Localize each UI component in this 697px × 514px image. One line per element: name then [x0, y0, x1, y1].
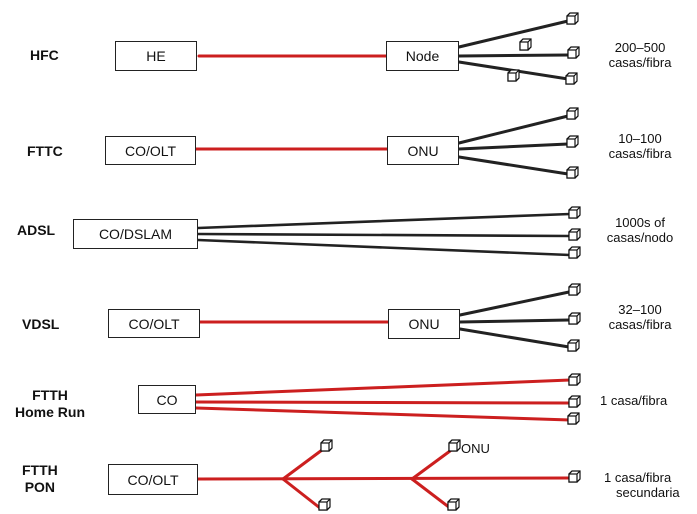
label-vdsl: VDSL: [22, 316, 60, 332]
homerun-house-icon-2: [568, 395, 581, 408]
caption-vdsl-line1: 32–100: [618, 302, 662, 317]
caption-fttc-line1: 10–100: [618, 131, 662, 146]
caption-hfc: 200–500 casas/fibra: [598, 40, 682, 70]
box-pon-co-olt: CO/OLT: [108, 464, 198, 495]
label-fttc: FTTC: [27, 143, 63, 159]
box-vdsl-onu: ONU: [388, 309, 460, 339]
box-vdsl-co-olt: CO/OLT: [108, 309, 200, 338]
adsl-line-1: [196, 212, 572, 230]
box-co-dslam: CO/DSLAM: [73, 219, 198, 249]
label-pon-onu: ONU: [461, 441, 490, 456]
homerun-fiber-3: [194, 406, 572, 422]
box-he: HE: [115, 41, 197, 71]
box-co: CO: [138, 385, 196, 414]
pon-onu-icon: [448, 439, 461, 452]
vdsl-drop-lower: [458, 327, 571, 349]
caption-vdsl: 32–100 casas/fibra: [598, 302, 682, 332]
hfc-house-icon-2: [519, 38, 532, 51]
fttc-house-icon-3: [566, 166, 579, 179]
vdsl-house-icon-2: [568, 312, 581, 325]
homerun-fiber-2: [194, 400, 572, 405]
caption-ftth-pon: 1 casa/fibra secundaria: [604, 470, 694, 500]
pon-house-icon-2: [318, 498, 331, 511]
caption-adsl-line1: 1000s of: [615, 215, 665, 230]
pon-splitter1-up: [281, 448, 324, 481]
caption-hfc-line1: 200–500: [614, 40, 666, 55]
homerun-house-icon-3: [567, 412, 580, 425]
label-ftth-pon: FTTH PON: [22, 462, 58, 496]
caption-adsl-line2: casas/nodo: [606, 230, 674, 245]
pon-trunk-fiber: [196, 476, 572, 481]
hfc-coax-upper: [457, 19, 570, 49]
adsl-house-icon-1: [568, 206, 581, 219]
label-hfc: HFC: [30, 47, 59, 63]
pon-house-icon-4: [568, 470, 581, 483]
label-ftth-homerun: FTTH Home Run: [15, 387, 85, 421]
vdsl-house-icon-1: [568, 283, 581, 296]
box-fttc-co-olt: CO/OLT: [105, 136, 196, 165]
box-fttc-onu: ONU: [387, 136, 459, 165]
pon-splitter2-down: [410, 477, 452, 510]
caption-vdsl-line2: casas/fibra: [608, 317, 672, 332]
hfc-house-icon-5: [565, 72, 578, 85]
fttc-house-icon-2: [566, 135, 579, 148]
hfc-house-icon-3: [567, 46, 580, 59]
adsl-house-icon-2: [568, 228, 581, 241]
homerun-house-icon-1: [568, 373, 581, 386]
fttc-drop-upper: [457, 114, 570, 145]
label-ftth-homerun-line2: Home Run: [15, 404, 85, 420]
label-ftth-pon-line1: FTTH: [22, 462, 58, 478]
caption-hfc-line2: casas/fibra: [608, 55, 672, 70]
homerun-fiber-1: [194, 378, 572, 397]
caption-ftth-homerun: 1 casa/fibra: [600, 393, 690, 408]
label-ftth-homerun-line1: FTTH: [32, 387, 68, 403]
caption-ftth-pon-line1: 1 casa/fibra: [604, 470, 672, 485]
box-node: Node: [386, 41, 459, 71]
pon-house-icon-1: [320, 439, 333, 452]
label-ftth-pon-line2: PON: [24, 479, 56, 495]
vdsl-drop-upper: [458, 290, 571, 317]
hfc-house-icon-1: [566, 12, 579, 25]
fttc-drop-middle: [457, 142, 570, 151]
pon-splitter2-up: [410, 449, 452, 481]
caption-ftth-pon-line2: secundaria: [616, 485, 680, 500]
vdsl-house-icon-3: [567, 339, 580, 352]
adsl-house-icon-3: [568, 246, 581, 259]
adsl-line-3: [196, 238, 572, 257]
caption-fttc: 10–100 casas/fibra: [598, 131, 682, 161]
fttc-house-icon-1: [566, 107, 579, 120]
adsl-line-2: [196, 232, 572, 238]
label-adsl: ADSL: [17, 222, 56, 238]
vdsl-drop-middle: [458, 318, 571, 324]
fttc-drop-lower: [457, 155, 570, 176]
caption-ftth-homerun-line1: 1 casa/fibra: [600, 393, 668, 408]
pon-house-icon-3: [447, 498, 460, 511]
pon-splitter1-down: [281, 477, 322, 510]
hfc-house-icon-4: [507, 69, 520, 82]
hfc-coax-middle: [457, 53, 570, 58]
caption-fttc-line2: casas/fibra: [608, 146, 672, 161]
caption-adsl: 1000s of casas/nodo: [598, 215, 682, 245]
